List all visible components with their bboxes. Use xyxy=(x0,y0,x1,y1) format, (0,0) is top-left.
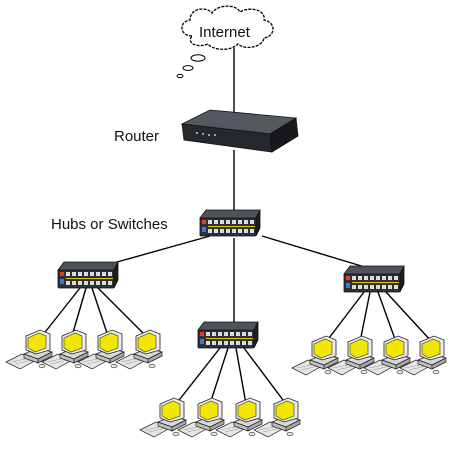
network-switch-icon xyxy=(343,265,405,293)
desktop-computer-icon xyxy=(115,329,163,370)
router-icon xyxy=(180,109,299,153)
link-mid-pc1 xyxy=(175,347,221,405)
link-right-pc4 xyxy=(385,291,433,343)
internet-label: Internet xyxy=(199,24,250,41)
desktop-computer-icon xyxy=(177,397,225,438)
link-mid-pc3 xyxy=(235,347,247,405)
network-switch-icon xyxy=(197,321,259,349)
link-mid-pc2 xyxy=(209,347,229,405)
link-core-left xyxy=(109,235,211,265)
router-label: Router xyxy=(114,128,160,145)
link-left-pc4 xyxy=(97,287,147,337)
link-right-pc2 xyxy=(359,291,371,343)
desktop-computer-icon xyxy=(253,397,301,438)
link-left-pc1 xyxy=(41,287,81,337)
link-left-pc3 xyxy=(91,287,109,337)
connection-lines xyxy=(41,48,433,405)
link-mid-pc4 xyxy=(243,347,287,405)
link-left-pc2 xyxy=(71,287,87,337)
link-right-pc3 xyxy=(377,291,397,343)
link-right-pc1 xyxy=(325,291,365,343)
network-switch-icon xyxy=(57,261,119,289)
internet-cloud-icon xyxy=(176,5,274,79)
switches-label: Hubs or Switches xyxy=(51,216,168,233)
link-core-right xyxy=(261,235,369,269)
network-switch-icon xyxy=(199,209,261,237)
desktop-computer-icon xyxy=(215,397,263,438)
desktop-computer-icon xyxy=(139,397,187,438)
